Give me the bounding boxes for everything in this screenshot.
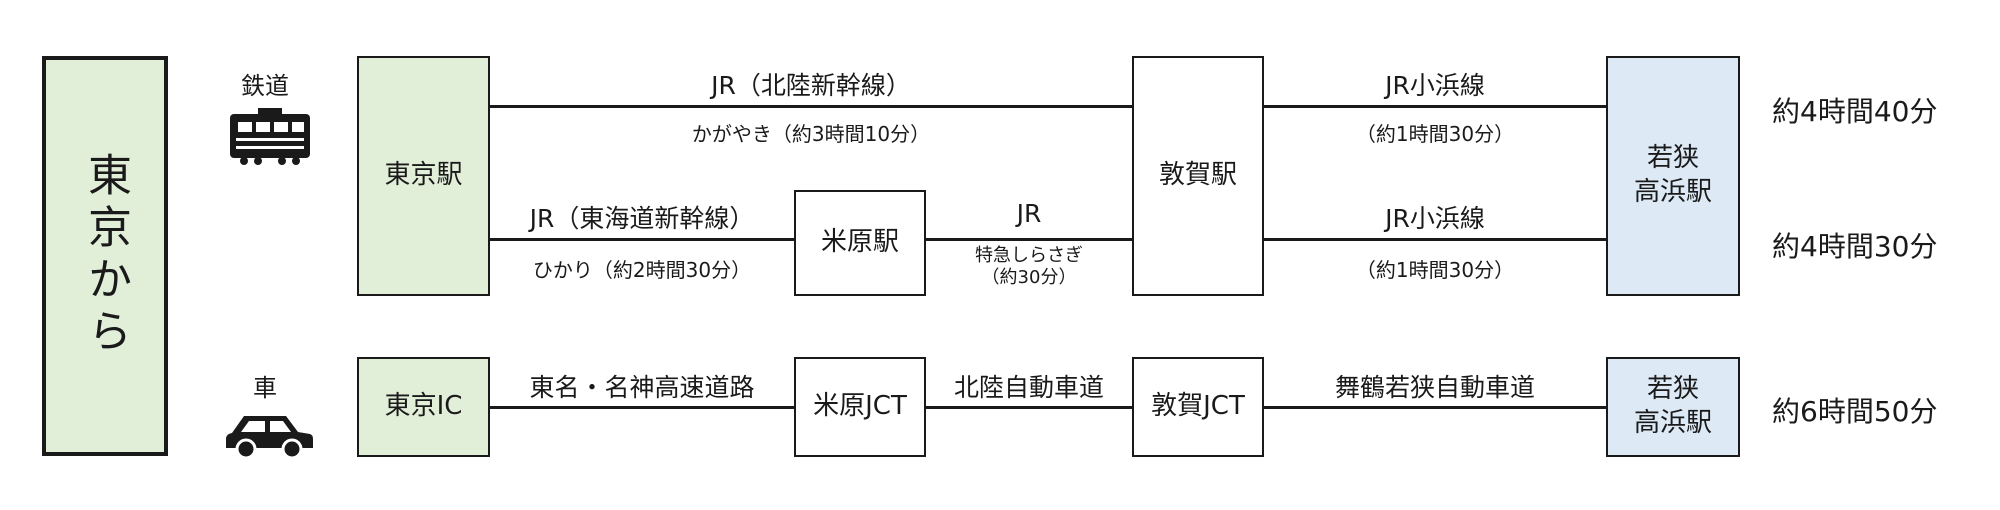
- route1b-time-label: （約1時間30分）: [1355, 122, 1515, 146]
- route2c-time-label: （約1時間30分）: [1355, 258, 1515, 282]
- route2-line-label: JR（東海道新幹線）: [529, 204, 755, 233]
- train-icon: [230, 108, 310, 165]
- route2b-train-label: 特急しらさぎ: [975, 245, 1083, 266]
- route1-line-obama: [1264, 105, 1606, 108]
- station-maibara: 米原駅: [794, 190, 926, 296]
- station-wakasa-takahama-car: 若狭 高浜駅: [1606, 357, 1740, 457]
- route1-duration: 約4時間40分: [1772, 95, 1938, 128]
- car-road2-label: 北陸自動車道: [953, 373, 1105, 402]
- car-icon: [226, 416, 313, 460]
- car-line-hokuriku: [926, 406, 1132, 409]
- jct-tsuruga: 敦賀JCT: [1132, 357, 1264, 457]
- route2-duration: 約4時間30分: [1772, 230, 1938, 263]
- origin-box: 東京から: [42, 56, 168, 456]
- car-line-tomei: [490, 406, 794, 409]
- car-road3-label: 舞鶴若狭自動車道: [1334, 373, 1536, 402]
- route1-train-label: かがやき（約3時間10分）: [691, 122, 931, 146]
- station-tokyo: 東京駅: [357, 56, 490, 296]
- route2c-line-label: JR小浜線: [1385, 204, 1485, 233]
- route2-line-shirasagi: [926, 238, 1132, 241]
- car-mode-label: 車: [253, 374, 277, 402]
- jct-maibara: 米原JCT: [794, 357, 926, 457]
- station-tsuruga: 敦賀駅: [1132, 56, 1264, 296]
- route2-line-tokaido: [490, 238, 794, 241]
- route1-line-label: JR（北陸新幹線）: [711, 71, 911, 100]
- route2b-time-label: （約30分）: [981, 267, 1077, 288]
- origin-label: 東京から: [80, 152, 131, 360]
- station-wakasa-takahama-rail: 若狭 高浜駅: [1606, 56, 1740, 296]
- car-duration: 約6時間50分: [1772, 395, 1938, 428]
- route2b-line-label: JR: [1016, 199, 1042, 228]
- route2-train-label: ひかり（約2時間30分）: [532, 258, 752, 282]
- route1b-line-label: JR小浜線: [1385, 71, 1485, 100]
- rail-mode-label: 鉄道: [241, 72, 289, 100]
- route1-line-shinkansen: [490, 105, 1132, 108]
- route2-line-obama: [1264, 238, 1606, 241]
- car-line-maizuru: [1264, 406, 1606, 409]
- car-road1-label: 東名・名神高速道路: [529, 373, 755, 402]
- ic-tokyo: 東京IC: [357, 357, 490, 457]
